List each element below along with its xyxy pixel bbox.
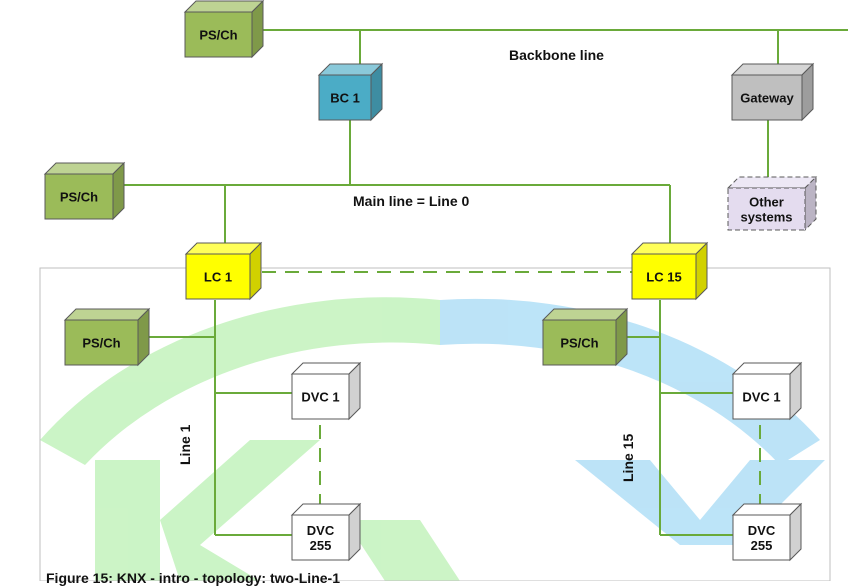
dvc255-right-label-1: DVC xyxy=(748,523,776,538)
lc1-box: LC 1 xyxy=(184,241,263,301)
main-line-label: Main line = Line 0 xyxy=(353,193,470,209)
dvc1-right-label: DVC 1 xyxy=(742,390,780,405)
dvc1-right-box: DVC 1 xyxy=(731,361,803,421)
other-systems-label-2: systems xyxy=(740,210,792,225)
lc15-label: LC 15 xyxy=(646,270,681,285)
dvc255-right-label-2: 255 xyxy=(751,538,773,553)
bc1-box: BC 1 xyxy=(317,62,384,122)
ps-main-box: PS/Ch xyxy=(43,161,126,221)
lc1-label: LC 1 xyxy=(204,270,232,285)
other-systems-label-1: Other xyxy=(749,195,784,210)
dvc255-left-label-2: 255 xyxy=(310,538,332,553)
ps-top-label: PS/Ch xyxy=(199,28,237,43)
dvc1-left-box: DVC 1 xyxy=(290,361,362,421)
gateway-box: Gateway xyxy=(730,62,815,122)
lc15-box: LC 15 xyxy=(630,241,709,301)
ps-main-label: PS/Ch xyxy=(60,190,98,205)
dvc255-left-label-1: DVC xyxy=(307,523,335,538)
knx-watermark xyxy=(40,297,825,581)
dvc1-left-label: DVC 1 xyxy=(301,390,339,405)
lines-area-frame xyxy=(39,267,831,581)
line-1-label: Line 1 xyxy=(177,424,193,465)
ps-line15-box: PS/Ch xyxy=(541,307,629,367)
figure-caption: Figure 15: KNX - intro - topology: two-L… xyxy=(46,570,340,586)
dashed-links xyxy=(262,271,761,505)
bc1-label: BC 1 xyxy=(330,91,360,106)
gateway-label: Gateway xyxy=(740,91,794,106)
line-15-label: Line 15 xyxy=(620,434,636,482)
ps-line1-label: PS/Ch xyxy=(82,336,120,351)
ps-line15-label: PS/Ch xyxy=(560,336,598,351)
ps-line1-box: PS/Ch xyxy=(63,307,151,367)
backbone-line-label: Backbone line xyxy=(509,47,604,63)
ps-top-box: PS/Ch xyxy=(183,0,265,59)
bus-lines xyxy=(113,29,848,536)
